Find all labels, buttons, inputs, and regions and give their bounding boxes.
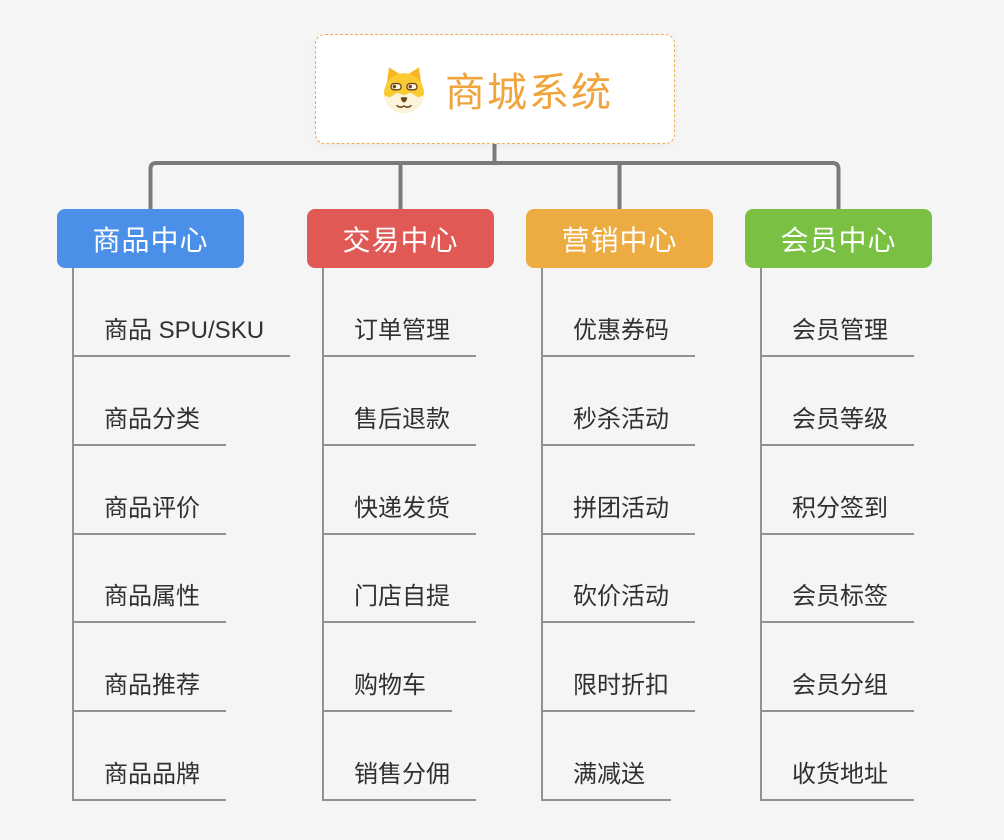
leaf-node-trade-center-4[interactable]: 门店自提 [322,577,476,623]
leaf-node-member-center-2[interactable]: 会员等级 [760,400,914,446]
branch-node-label: 会员中心 [780,224,897,256]
leaf-node-product-center-3[interactable]: 商品评价 [72,489,226,535]
leaf-node-marketing-center-6[interactable]: 满减送 [541,755,671,801]
leaf-node-trade-center-3[interactable]: 快递发货 [322,489,476,535]
branch-node-product-center[interactable]: 商品中心 [57,209,244,268]
leaf-node-trade-center-5[interactable]: 购物车 [322,666,452,712]
root-node[interactable]: 商城系统 [315,34,675,144]
branch-node-label: 营销中心 [561,224,678,256]
leaf-node-trade-center-1[interactable]: 订单管理 [322,311,476,357]
leaf-node-member-center-4[interactable]: 会员标签 [760,577,914,623]
branch-node-trade-center[interactable]: 交易中心 [307,209,494,268]
leaf-node-member-center-5[interactable]: 会员分组 [760,666,914,712]
leaf-node-product-center-1[interactable]: 商品 SPU/SKU [72,311,291,357]
leaf-node-trade-center-6[interactable]: 销售分佣 [322,755,476,801]
leaf-node-trade-center-2[interactable]: 售后退款 [322,400,476,446]
leaf-node-product-center-2[interactable]: 商品分类 [72,400,226,446]
branch-node-label: 商品中心 [92,224,209,256]
dog-face-icon [384,67,424,114]
branch-column-member-center: 会员中心 会员管理会员等级积分签到会员标签会员分组收货地址 [745,209,1004,809]
branch-column-product-center: 商品中心 商品 SPU/SKU 商品分类商品评价商品属性商品推荐商品品牌 [57,209,317,809]
root-node-label: 商城系统 [445,71,613,115]
branch-node-label: 交易中心 [342,224,459,256]
leaf-node-marketing-center-1[interactable]: 优惠券码 [541,311,695,357]
connector-branch-rail [148,161,841,210]
branch-node-marketing-center[interactable]: 营销中心 [526,209,713,268]
leaf-node-product-center-6[interactable]: 商品品牌 [72,755,226,801]
leaf-node-marketing-center-2[interactable]: 秒杀活动 [541,400,695,446]
branch-column-trade-center: 交易中心 订单管理售后退款快递发货门店自提购物车销售分佣 [307,209,567,809]
branch-column-marketing-center: 营销中心 优惠券码秒杀活动拼团活动砍价活动限时折扣满减送 [526,209,786,809]
leaf-node-member-center-1[interactable]: 会员管理 [760,311,914,357]
leaf-node-member-center-3[interactable]: 积分签到 [760,489,914,535]
leaf-node-marketing-center-5[interactable]: 限时折扣 [541,666,695,712]
branch-node-member-center[interactable]: 会员中心 [745,209,932,268]
leaf-node-product-center-4[interactable]: 商品属性 [72,577,226,623]
leaf-node-marketing-center-4[interactable]: 砍价活动 [541,577,695,623]
leaf-node-member-center-6[interactable]: 收货地址 [760,755,914,801]
leaf-node-marketing-center-3[interactable]: 拼团活动 [541,489,695,535]
leaf-node-product-center-5[interactable]: 商品推荐 [72,666,226,712]
